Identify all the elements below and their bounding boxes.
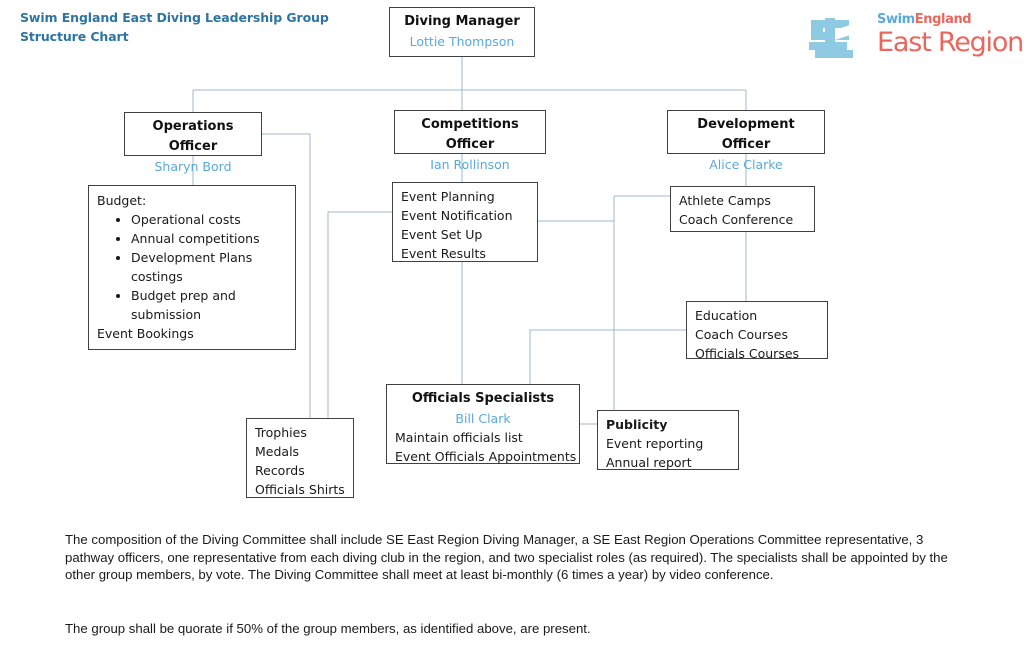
node-role: Operations Officer — [152, 119, 234, 154]
paragraph-composition: The composition of the Diving Committee … — [65, 532, 948, 582]
node-publicity[interactable]: Publicity Event reporting Annual report — [597, 410, 739, 470]
budget-bullet-list: Operational costs Annual competitions De… — [97, 210, 287, 324]
node-education[interactable]: Education Coach Courses Officials Course… — [686, 301, 828, 361]
node-line: Records — [255, 463, 305, 478]
page-title: Swim England East Diving Leadership Grou… — [20, 10, 329, 44]
list-item: Annual competitions — [131, 229, 287, 248]
node-line: Event Set Up — [401, 227, 483, 242]
node-event-duties[interactable]: Event Planning Event Notification Event … — [392, 182, 538, 262]
node-person: Sharyn Bord — [154, 159, 232, 174]
node-role: Diving Manager — [404, 14, 520, 29]
node-operations-officer[interactable]: Operations Officer Sharyn Bord — [124, 112, 262, 174]
node-trophies[interactable]: Trophies Medals Records Officials Shirts — [246, 418, 354, 498]
logo-wordmark: SwimEngland East Region — [877, 12, 1024, 58]
list-item: Operational costs — [131, 210, 287, 229]
node-line: Officials Courses — [695, 346, 800, 361]
logo-line-swim-england: SwimEngland — [877, 12, 1024, 27]
node-competitions-officer[interactable]: Competitions Officer Ian Rollinson — [394, 110, 546, 172]
node-line: Event reporting — [606, 436, 704, 451]
node-person: Lottie Thompson — [409, 34, 515, 49]
node-person: Alice Clarke — [709, 157, 783, 172]
logo-word-swim: Swim — [877, 12, 915, 27]
node-budget[interactable]: Budget: Operational costs Annual competi… — [88, 185, 296, 350]
node-line: Annual report — [606, 455, 692, 470]
node-development-officer[interactable]: Development Officer Alice Clarke — [667, 110, 825, 172]
node-athlete-camps[interactable]: Athlete Camps Coach Conference — [670, 186, 815, 232]
logo-word-england: England — [914, 12, 972, 27]
node-line: Education — [695, 308, 758, 323]
node-line: Trophies — [255, 425, 307, 440]
logo-word-east-region: East Region — [877, 27, 1024, 58]
node-line: Athlete Camps — [679, 193, 771, 208]
se-logo-icon — [809, 18, 853, 58]
node-role: Competitions Officer — [421, 117, 519, 152]
swim-england-east-region-logo: SwimEngland East Region — [805, 12, 1024, 64]
node-role: Development Officer — [697, 117, 795, 152]
node-person: Bill Clark — [455, 411, 511, 426]
node-person: Ian Rollinson — [430, 157, 510, 172]
node-role: Officials Specialists — [411, 391, 555, 406]
node-diving-manager[interactable]: Diving Manager Lottie Thompson — [389, 7, 535, 57]
node-line: Coach Conference — [679, 212, 794, 227]
node-line: Coach Courses — [695, 327, 788, 342]
paragraph-quorate: The group shall be quorate if 50% of the… — [65, 621, 591, 636]
node-line: Officials Shirts — [255, 482, 345, 497]
node-line: Event Results — [401, 246, 486, 261]
budget-footer: Event Bookings — [97, 326, 194, 341]
node-line: Event Planning — [401, 189, 495, 204]
node-line: Medals — [255, 444, 300, 459]
budget-heading: Budget: — [97, 193, 147, 208]
list-item: Budget prep and submission — [131, 286, 287, 324]
node-line: Event Notification — [401, 208, 513, 223]
node-heading: Publicity — [606, 417, 668, 432]
node-line: Event Officials Appointments — [395, 449, 577, 464]
node-officials-specialists[interactable]: Officials Specialists Bill Clark Maintai… — [386, 384, 580, 464]
node-line: Maintain officials list — [395, 430, 523, 445]
list-item: Development Plans costings — [131, 248, 287, 286]
